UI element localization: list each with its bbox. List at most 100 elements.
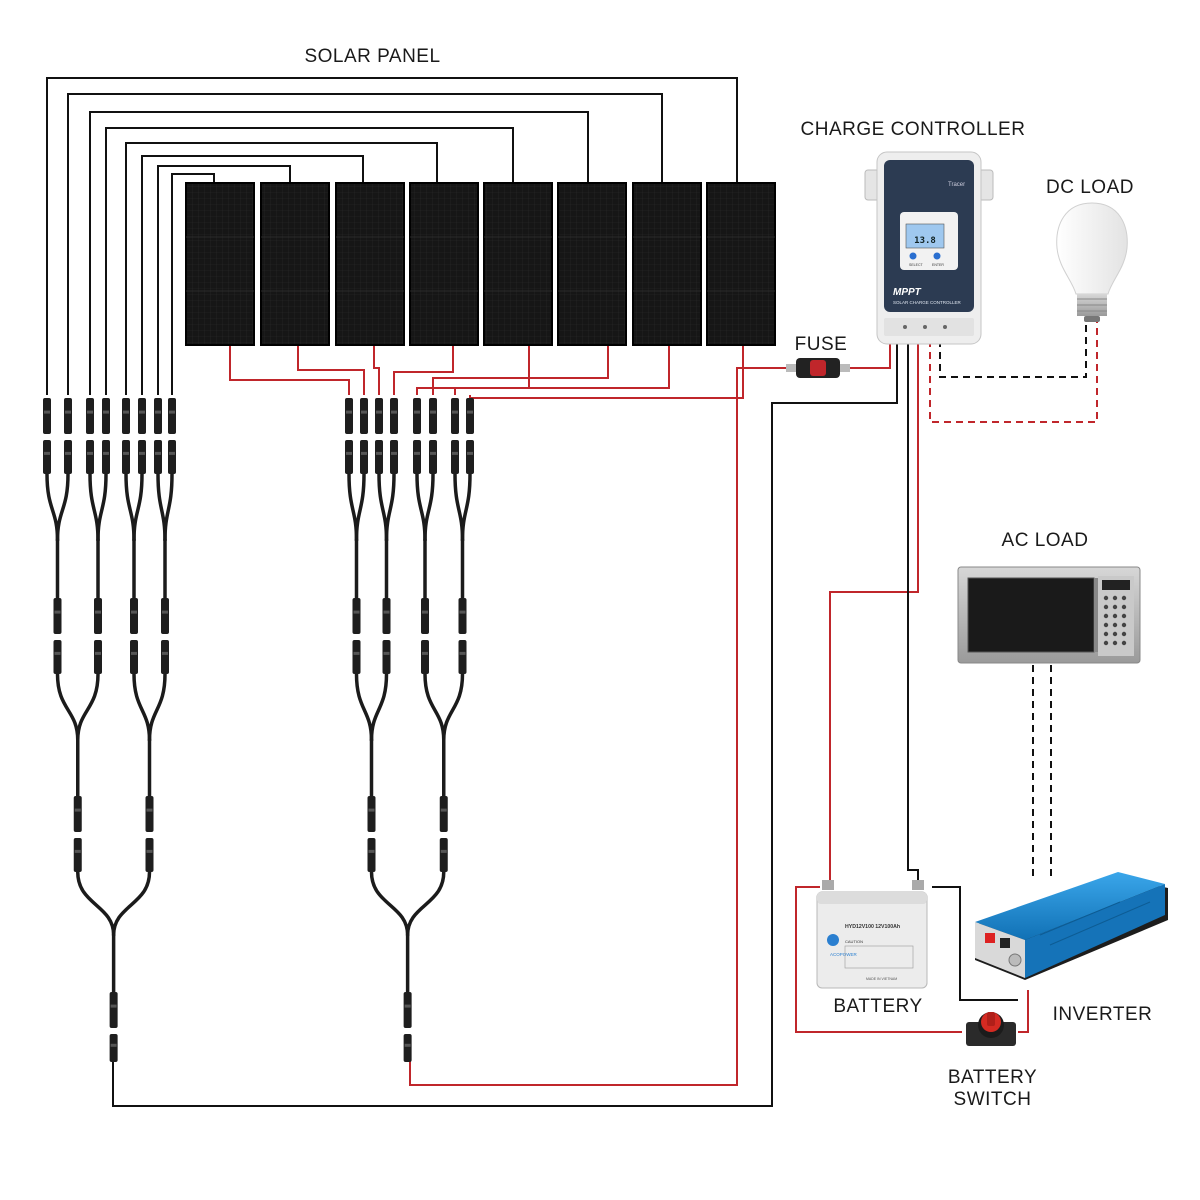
dc-load-label: DC LOAD: [1046, 177, 1134, 198]
controller-lcd: [905, 223, 945, 249]
negative-harness-plug-a2: [86, 398, 94, 434]
negative-harness-plug-d6: [161, 640, 169, 674]
solar-panel-label: SOLAR PANEL: [304, 46, 441, 67]
negative-harness-plug-b0: [43, 440, 51, 474]
positive-harness-plug-b6: [451, 440, 459, 474]
microwave-key: [1112, 604, 1118, 610]
positive-harness-plug-d2: [382, 640, 391, 674]
negative-lead-6: [141, 155, 364, 395]
select-button[interactable]: [909, 252, 917, 260]
negative-harness-plug-a4: [122, 398, 130, 434]
solar-panel-4: [409, 182, 479, 346]
negative-harness-y2-2: [132, 672, 152, 742]
microwave-key: [1103, 640, 1109, 646]
microwave-key: [1103, 595, 1109, 601]
negative-harness-plug-b2: [86, 440, 94, 474]
positive-trunk-wire: [409, 367, 790, 1086]
solar-panel-7: [632, 182, 702, 346]
negative-harness-plug-f0: [73, 838, 82, 872]
positive-lead-8: [469, 345, 744, 399]
solar-panel-1: [185, 182, 255, 346]
negative-harness-y2-0: [55, 672, 80, 742]
battery-switch[interactable]: [966, 1012, 1016, 1046]
positive-harness-y2b-2: [442, 672, 465, 742]
negative-lead-8: [171, 173, 215, 395]
ac-load-microwave: [957, 566, 1141, 664]
solar-panel-6: [557, 182, 627, 346]
inverter-label: INVERTER: [1052, 1004, 1153, 1025]
enter-button[interactable]: [933, 252, 941, 260]
positive-harness-plug-e2: [439, 796, 448, 832]
negative-lead-1: [46, 77, 738, 395]
positive-harness-plug-a1: [360, 398, 368, 434]
positive-harness-plug-b5: [429, 440, 437, 474]
negative-harness-y2b-0: [76, 672, 100, 742]
positive-harness-plug-c4: [421, 598, 429, 634]
negative-harness-plug-a0: [43, 398, 51, 434]
positive-lead-3: [373, 345, 380, 395]
controller-subtitle: SOLAR CHARGE CONTROLLER: [893, 300, 962, 305]
microwave-key: [1112, 595, 1118, 601]
positive-harness-y2-2: [423, 672, 446, 742]
positive-harness-plug-b4: [413, 440, 421, 474]
controller-battery-negative-wire: [907, 340, 919, 880]
negative-harness-y1b-6: [163, 472, 174, 542]
battery-label: BATTERY: [833, 996, 923, 1017]
negative-harness-plug-h: [109, 1034, 118, 1062]
microwave-key: [1103, 631, 1109, 637]
negative-harness-plug-a3: [102, 398, 110, 434]
solar-panel-8: [706, 182, 776, 346]
microwave-key: [1103, 613, 1109, 619]
controller-battery-positive-wire: [829, 340, 919, 880]
positive-harness-plug-b3: [390, 440, 398, 474]
dc-load-negative-wire: [939, 322, 1087, 378]
microwave-key: [1121, 613, 1127, 619]
negative-harness-y1b-2: [96, 472, 108, 542]
microwave-key: [1112, 631, 1118, 637]
positive-harness-plug-f2: [439, 838, 448, 872]
positive-harness-plug-a3: [390, 398, 398, 434]
positive-lead-2: [297, 345, 365, 395]
mc4-connectors: [43, 398, 474, 1062]
positive-harness-plug-c2: [382, 598, 391, 634]
charge-controller-label: CHARGE CONTROLLER: [800, 119, 1026, 140]
positive-lead-7: [454, 345, 670, 395]
negative-trunk-wire: [112, 340, 898, 1107]
negative-harness-plug-b3: [102, 440, 110, 474]
microwave-key: [1121, 640, 1127, 646]
positive-harness-y3b: [405, 870, 446, 937]
dc-load-positive-wire: [929, 322, 1098, 423]
battery-switch-positive-wire: [795, 886, 962, 1033]
battery-model: HYD12V100 12V100Ah: [845, 924, 900, 930]
battery-switch-label-line2: SWITCH: [953, 1089, 1032, 1110]
negative-harness-plug-e0: [73, 796, 82, 832]
controller-model: MPPT: [893, 287, 922, 298]
negative-harness-plug-e2: [145, 796, 154, 832]
negative-harness-plug-b6: [154, 440, 162, 474]
negative-lead-7: [157, 165, 291, 395]
solar-panel-array: [185, 182, 776, 346]
battery-origin: MADE IN VIETNAM: [866, 977, 897, 981]
ac-load-label: AC LOAD: [1001, 530, 1089, 551]
enter-label: ENTER: [932, 263, 944, 267]
select-label: SELECT: [909, 263, 923, 267]
panel-positive-leads: [229, 345, 744, 399]
microwave-key: [1103, 604, 1109, 610]
inverter: [975, 872, 1168, 980]
panel-negative-leads: [46, 77, 738, 395]
negative-harness-plug-c0: [53, 598, 62, 634]
positive-lead-1: [229, 345, 350, 395]
negative-harness-plug-a7: [168, 398, 176, 434]
positive-harness-plug-a0: [345, 398, 353, 434]
negative-harness-plug-c6: [161, 598, 169, 634]
microwave-key: [1121, 595, 1127, 601]
microwave-key: [1121, 622, 1127, 628]
negative-lead-4: [105, 127, 514, 395]
negative-harness-plug-a6: [154, 398, 162, 434]
positive-harness-plug-a4: [413, 398, 421, 434]
charge-controller: Tracer 13.8 SELECT ENTER MPPT SOLAR CHAR…: [864, 151, 994, 345]
positive-harness-plug-d6: [458, 640, 467, 674]
positive-harness-plug-b2: [375, 440, 383, 474]
negative-harness-plug-c2: [94, 598, 102, 634]
microwave-key: [1112, 640, 1118, 646]
